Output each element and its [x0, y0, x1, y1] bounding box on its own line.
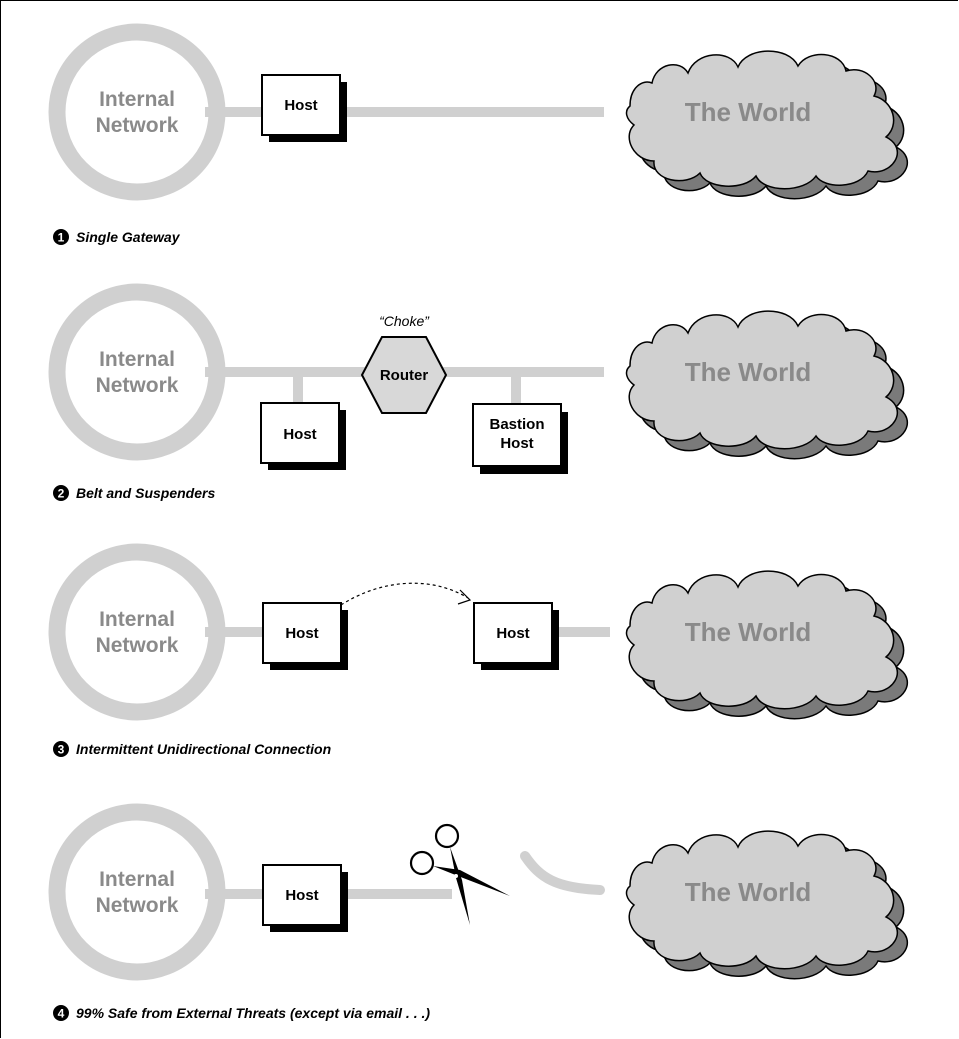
- panel-belt-and-suspenders: Internal Network “Choke” Router Host Bas…: [48, 283, 909, 501]
- internal-network-label-line1: Internal: [99, 88, 175, 111]
- caption-number: 1: [58, 231, 65, 245]
- caption-number: 2: [58, 487, 65, 501]
- dashed-arrow-icon: [340, 582, 469, 606]
- internal-network-label-line1: Internal: [99, 348, 175, 371]
- internal-network-label-line2: Network: [96, 114, 179, 137]
- panel-single-gateway: Internal Network Host The World 1 Single…: [48, 23, 909, 245]
- internal-network-ring: [48, 543, 226, 721]
- internal-network-ring: [48, 23, 226, 201]
- bastion-host-label-line2: Host: [500, 435, 533, 452]
- host-label-outer: Host: [496, 625, 529, 642]
- caption-safe-from-threats: 99% Safe from External Threats (except v…: [76, 1005, 430, 1021]
- panel-intermittent-connection: Internal Network Host Host The World 3 I…: [48, 543, 909, 757]
- severed-link-right: [520, 851, 605, 895]
- host-box: [260, 402, 340, 464]
- host-box: [262, 864, 342, 926]
- internal-network-label-line1: Internal: [99, 608, 175, 631]
- host-label: Host: [285, 625, 318, 642]
- caption-intermittent-connection: Intermittent Unidirectional Connection: [76, 741, 331, 757]
- numbered-bullet-icon: [53, 1005, 69, 1021]
- host-label: Host: [283, 426, 316, 443]
- world-label: The World: [685, 877, 812, 907]
- internal-network-label-line2: Network: [96, 634, 179, 657]
- internal-network-label-line2: Network: [96, 374, 179, 397]
- bastion-host-label-line1: Bastion: [489, 416, 544, 433]
- caption-single-gateway: Single Gateway: [76, 229, 181, 245]
- choke-label: “Choke”: [379, 313, 430, 329]
- internal-network-label-line2: Network: [96, 894, 179, 917]
- host-label: Host: [285, 887, 318, 904]
- numbered-bullet-icon: [53, 229, 69, 245]
- caption-belt-and-suspenders: Belt and Suspenders: [76, 485, 215, 501]
- router-label: Router: [380, 367, 428, 384]
- host-box: [262, 602, 342, 664]
- host-label: Host: [284, 97, 317, 114]
- world-label: The World: [685, 357, 812, 387]
- numbered-bullet-icon: [53, 741, 69, 757]
- host-box-outer: [473, 602, 553, 664]
- caption-number: 3: [58, 743, 65, 757]
- host-box: [261, 74, 341, 136]
- arrowhead-icon: [457, 589, 472, 605]
- internal-network-ring: [48, 803, 226, 981]
- internal-network-label-line1: Internal: [99, 868, 175, 891]
- world-label: The World: [685, 97, 812, 127]
- numbered-bullet-icon: [53, 485, 69, 501]
- panel-safe-from-threats: Internal Network Host The World 4 99% Sa…: [48, 803, 909, 1021]
- bastion-host-box: [472, 403, 562, 467]
- scissors-icon: [409, 823, 510, 925]
- world-label: The World: [685, 617, 812, 647]
- internal-network-ring: [48, 283, 226, 461]
- caption-number: 4: [58, 1007, 65, 1021]
